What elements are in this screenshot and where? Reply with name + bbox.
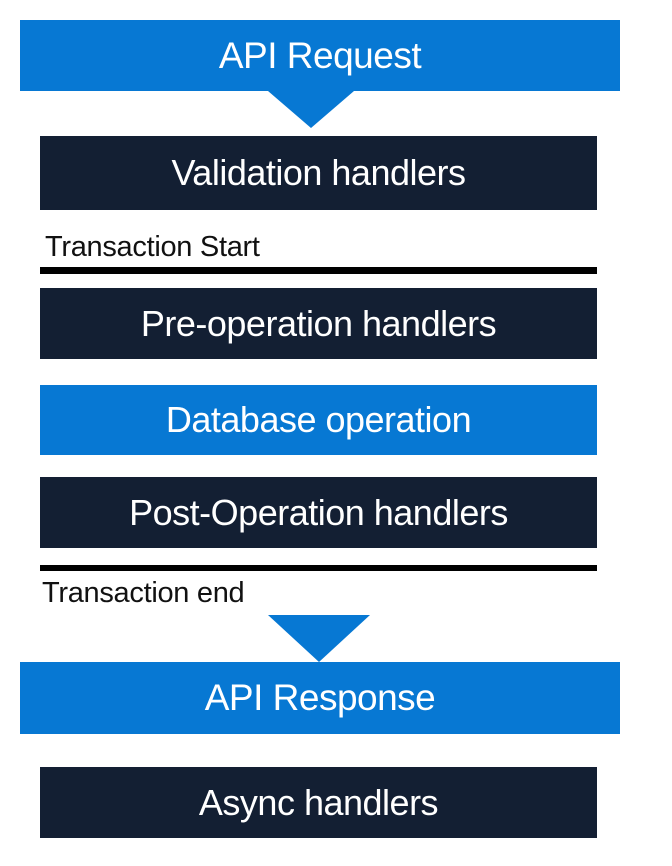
transaction-end-label: Transaction end xyxy=(42,577,245,609)
down-arrow-icon-bottom xyxy=(268,615,370,662)
pre-operation-handlers-label: Pre-operation handlers xyxy=(140,302,497,344)
transaction-start-label: Transaction Start xyxy=(45,231,260,263)
async-handlers-label: Async handlers xyxy=(198,781,439,823)
validation-handlers-box: Validation handlers xyxy=(40,136,597,210)
down-arrow-icon-top xyxy=(268,91,354,128)
api-request-banner: API Request xyxy=(20,20,620,91)
api-request-label: API Request xyxy=(218,34,422,76)
post-operation-handlers-box: Post-Operation handlers xyxy=(40,477,597,548)
async-handlers-box: Async handlers xyxy=(40,767,597,838)
database-operation-box: Database operation xyxy=(40,385,597,455)
transaction-start-divider xyxy=(40,267,597,274)
transaction-end-divider xyxy=(40,565,597,571)
post-operation-handlers-label: Post-Operation handlers xyxy=(129,491,508,533)
database-operation-label: Database operation xyxy=(165,399,472,440)
pre-operation-handlers-box: Pre-operation handlers xyxy=(40,288,597,359)
api-response-label: API Response xyxy=(204,677,436,718)
api-response-banner: API Response xyxy=(20,662,620,734)
validation-handlers-label: Validation handlers xyxy=(171,152,466,193)
